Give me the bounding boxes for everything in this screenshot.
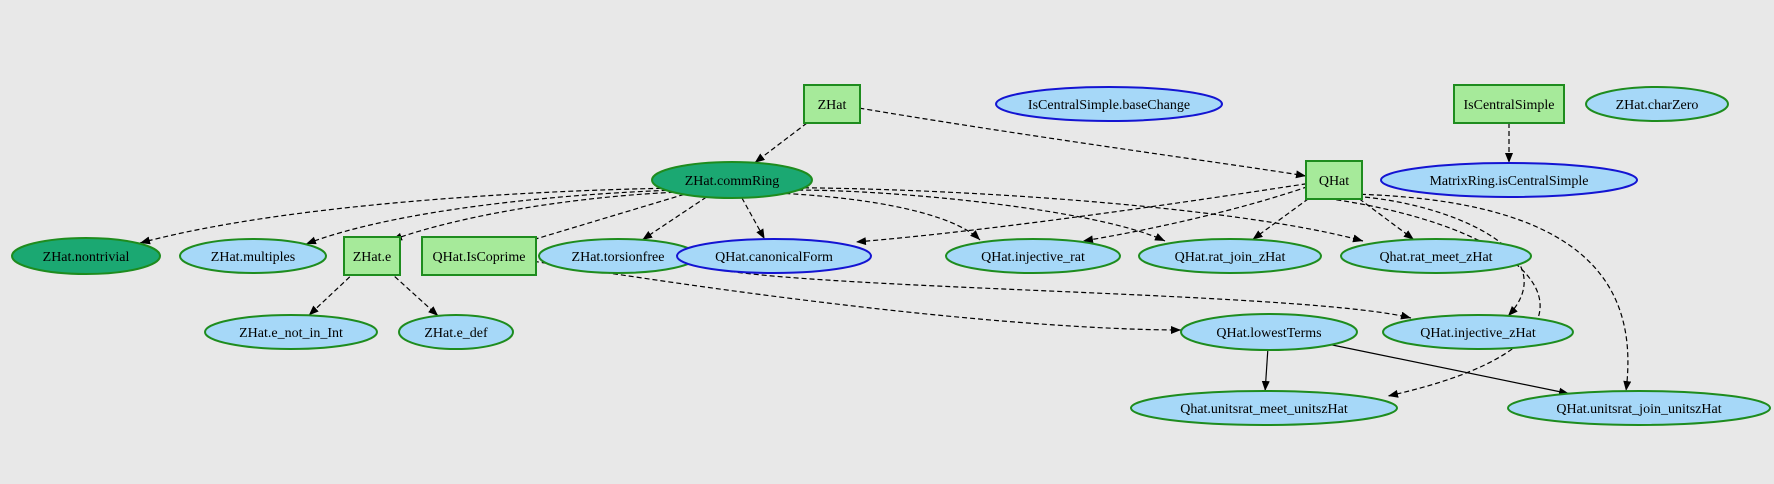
node-ZHat.e_def[interactable]: ZHat.e_def — [398, 314, 514, 350]
node-shape — [1180, 313, 1358, 351]
edge-ZHat.commRing-to-ZHat.nontrivial — [139, 187, 662, 245]
edge-ZHat.commRing-to-Qhat.rat_meet_zHat — [804, 187, 1364, 243]
edge-ZHat.e-to-ZHat.e_not_in_Int — [308, 270, 357, 316]
node-shape — [398, 314, 514, 350]
edge-QHat.lowestTerms-to-QHat.unitsrat_join_unitszHat — [1330, 344, 1570, 396]
node-QHat.lowestTerms[interactable]: QHat.lowestTerms — [1180, 313, 1358, 351]
node-QHat.unitsrat_join_unitszHat[interactable]: QHat.unitsrat_join_unitszHat — [1507, 390, 1771, 426]
node-label: MatrixRing.isCentralSimple — [1429, 174, 1588, 189]
node-ZHat.torsionfree[interactable]: ZHat.torsionfree — [538, 238, 698, 274]
node-QHat.IsCoprime[interactable]: QHat.IsCoprime — [421, 236, 537, 276]
node-Qhat.unitsrat_meet_unitszHat[interactable]: Qhat.unitsrat_meet_unitszHat — [1130, 390, 1398, 426]
node-shape — [204, 314, 378, 350]
node-label: QHat.injective_rat — [981, 250, 1085, 265]
node-QHat.canonicalForm[interactable]: QHat.canonicalForm — [676, 238, 872, 274]
node-label: IsCentralSimple.baseChange — [1028, 98, 1190, 113]
edge-QHat-to-Qhat.unitsrat_meet_unitszHat — [1328, 198, 1541, 398]
node-shape — [1340, 238, 1532, 274]
node-Qhat.rat_meet_zHat[interactable]: Qhat.rat_meet_zHat — [1340, 238, 1532, 274]
edge-ZHat.commRing-to-QHat.injective_rat — [785, 192, 981, 241]
node-label: Qhat.rat_meet_zHat — [1379, 250, 1492, 265]
node-ZHat.e[interactable]: ZHat.e — [343, 236, 401, 276]
node-QHat[interactable]: QHat — [1305, 160, 1363, 200]
edge-ZHat-to-QHat — [859, 107, 1307, 179]
edge-ZHat.commRing-to-QHat.rat_join_zHat — [798, 189, 1166, 242]
node-label: QHat — [1319, 174, 1349, 189]
node-ZHat.e_not_in_Int[interactable]: ZHat.e_not_in_Int — [204, 314, 378, 350]
node-QHat.injective_zHat[interactable]: QHat.injective_zHat — [1382, 314, 1574, 350]
node-ZHat.commRing[interactable]: ZHat.commRing — [651, 161, 813, 199]
node-shape — [421, 236, 537, 276]
node-label: QHat.lowestTerms — [1216, 326, 1321, 341]
edge-ZHat.commRing-to-QHat.IsCoprime — [521, 193, 685, 245]
node-shape — [995, 86, 1223, 122]
edge-ZHat-to-ZHat.commRing — [754, 117, 814, 164]
node-label: QHat.rat_join_zHat — [1175, 250, 1286, 265]
node-label: ZHat.e — [353, 250, 391, 265]
edge-QHat-to-QHat.injective_rat — [1082, 186, 1308, 244]
node-shape — [803, 84, 861, 124]
node-label: ZHat.nontrivial — [43, 250, 130, 265]
node-shape — [1382, 314, 1574, 350]
node-label: QHat.unitsrat_join_unitszHat — [1556, 402, 1721, 417]
edge-ZHat.commRing-to-ZHat.e — [391, 191, 674, 241]
node-label: QHat.injective_zHat — [1420, 326, 1536, 341]
node-QHat.injective_rat[interactable]: QHat.injective_rat — [945, 238, 1121, 274]
node-QHat.rat_join_zHat[interactable]: QHat.rat_join_zHat — [1138, 238, 1322, 274]
node-shape — [1585, 86, 1729, 122]
edge-QHat-to-QHat.rat_join_zHat — [1252, 193, 1316, 241]
node-label: QHat.canonicalForm — [715, 250, 833, 265]
node-shape — [676, 238, 872, 274]
edge-QHat.IsCoprime-to-QHat.lowestTerms — [533, 260, 1182, 334]
edge-QHat.lowestTerms-to-Qhat.unitsrat_meet_unitszHat — [1261, 349, 1270, 392]
node-label: ZHat.charZero — [1616, 98, 1699, 113]
edge-QHat-to-Qhat.rat_meet_zHat — [1352, 193, 1415, 240]
node-label: Qhat.unitsrat_meet_unitszHat — [1180, 402, 1348, 417]
node-label: ZHat.torsionfree — [572, 250, 665, 265]
node-shape — [1507, 390, 1771, 426]
node-MatrixRing.isCentralSimple[interactable]: MatrixRing.isCentralSimple — [1380, 162, 1638, 198]
edge-ZHat.e-to-ZHat.e_def — [388, 270, 439, 317]
edge-QHat-to-QHat.unitsrat_join_unitszHat — [1352, 193, 1632, 392]
node-shape — [1453, 84, 1565, 124]
node-label: ZHat.e_not_in_Int — [239, 326, 343, 341]
node-shape — [945, 238, 1121, 274]
node-shape — [11, 237, 161, 275]
node-label: QHat.IsCoprime — [433, 250, 526, 265]
node-label: ZHat — [818, 98, 847, 113]
node-ZHat[interactable]: ZHat — [803, 84, 861, 124]
node-label: ZHat.e_def — [424, 326, 488, 341]
edge-ZHat.commRing-to-ZHat.torsionfree — [641, 196, 707, 241]
node-IsCentralSimple.baseChange[interactable]: IsCentralSimple.baseChange — [995, 86, 1223, 122]
edge-ZHat.commRing-to-QHat.canonicalForm — [741, 197, 766, 240]
node-label: ZHat.commRing — [685, 174, 780, 189]
node-shape — [1138, 238, 1322, 274]
node-shape — [179, 238, 327, 274]
node-ZHat.multiples[interactable]: ZHat.multiples — [179, 238, 327, 274]
node-label: ZHat.multiples — [211, 250, 295, 265]
node-shape — [343, 236, 401, 276]
node-shape — [1305, 160, 1363, 200]
nodes-layer: ZHat IsCentralSimple.baseChange IsCentralS… — [11, 84, 1771, 426]
node-ZHat.charZero[interactable]: ZHat.charZero — [1585, 86, 1729, 122]
node-shape — [1130, 390, 1398, 426]
node-ZHat.nontrivial[interactable]: ZHat.nontrivial — [11, 237, 161, 275]
edge-QHat-to-QHat.canonicalForm — [855, 183, 1307, 246]
node-shape — [1380, 162, 1638, 198]
edge-QHat-to-QHat.injective_zHat — [1349, 195, 1525, 317]
node-shape — [651, 161, 813, 199]
node-label: IsCentralSimple — [1464, 98, 1555, 113]
edge-ZHat.commRing-to-ZHat.multiples — [305, 189, 667, 245]
node-IsCentralSimple[interactable]: IsCentralSimple — [1453, 84, 1565, 124]
